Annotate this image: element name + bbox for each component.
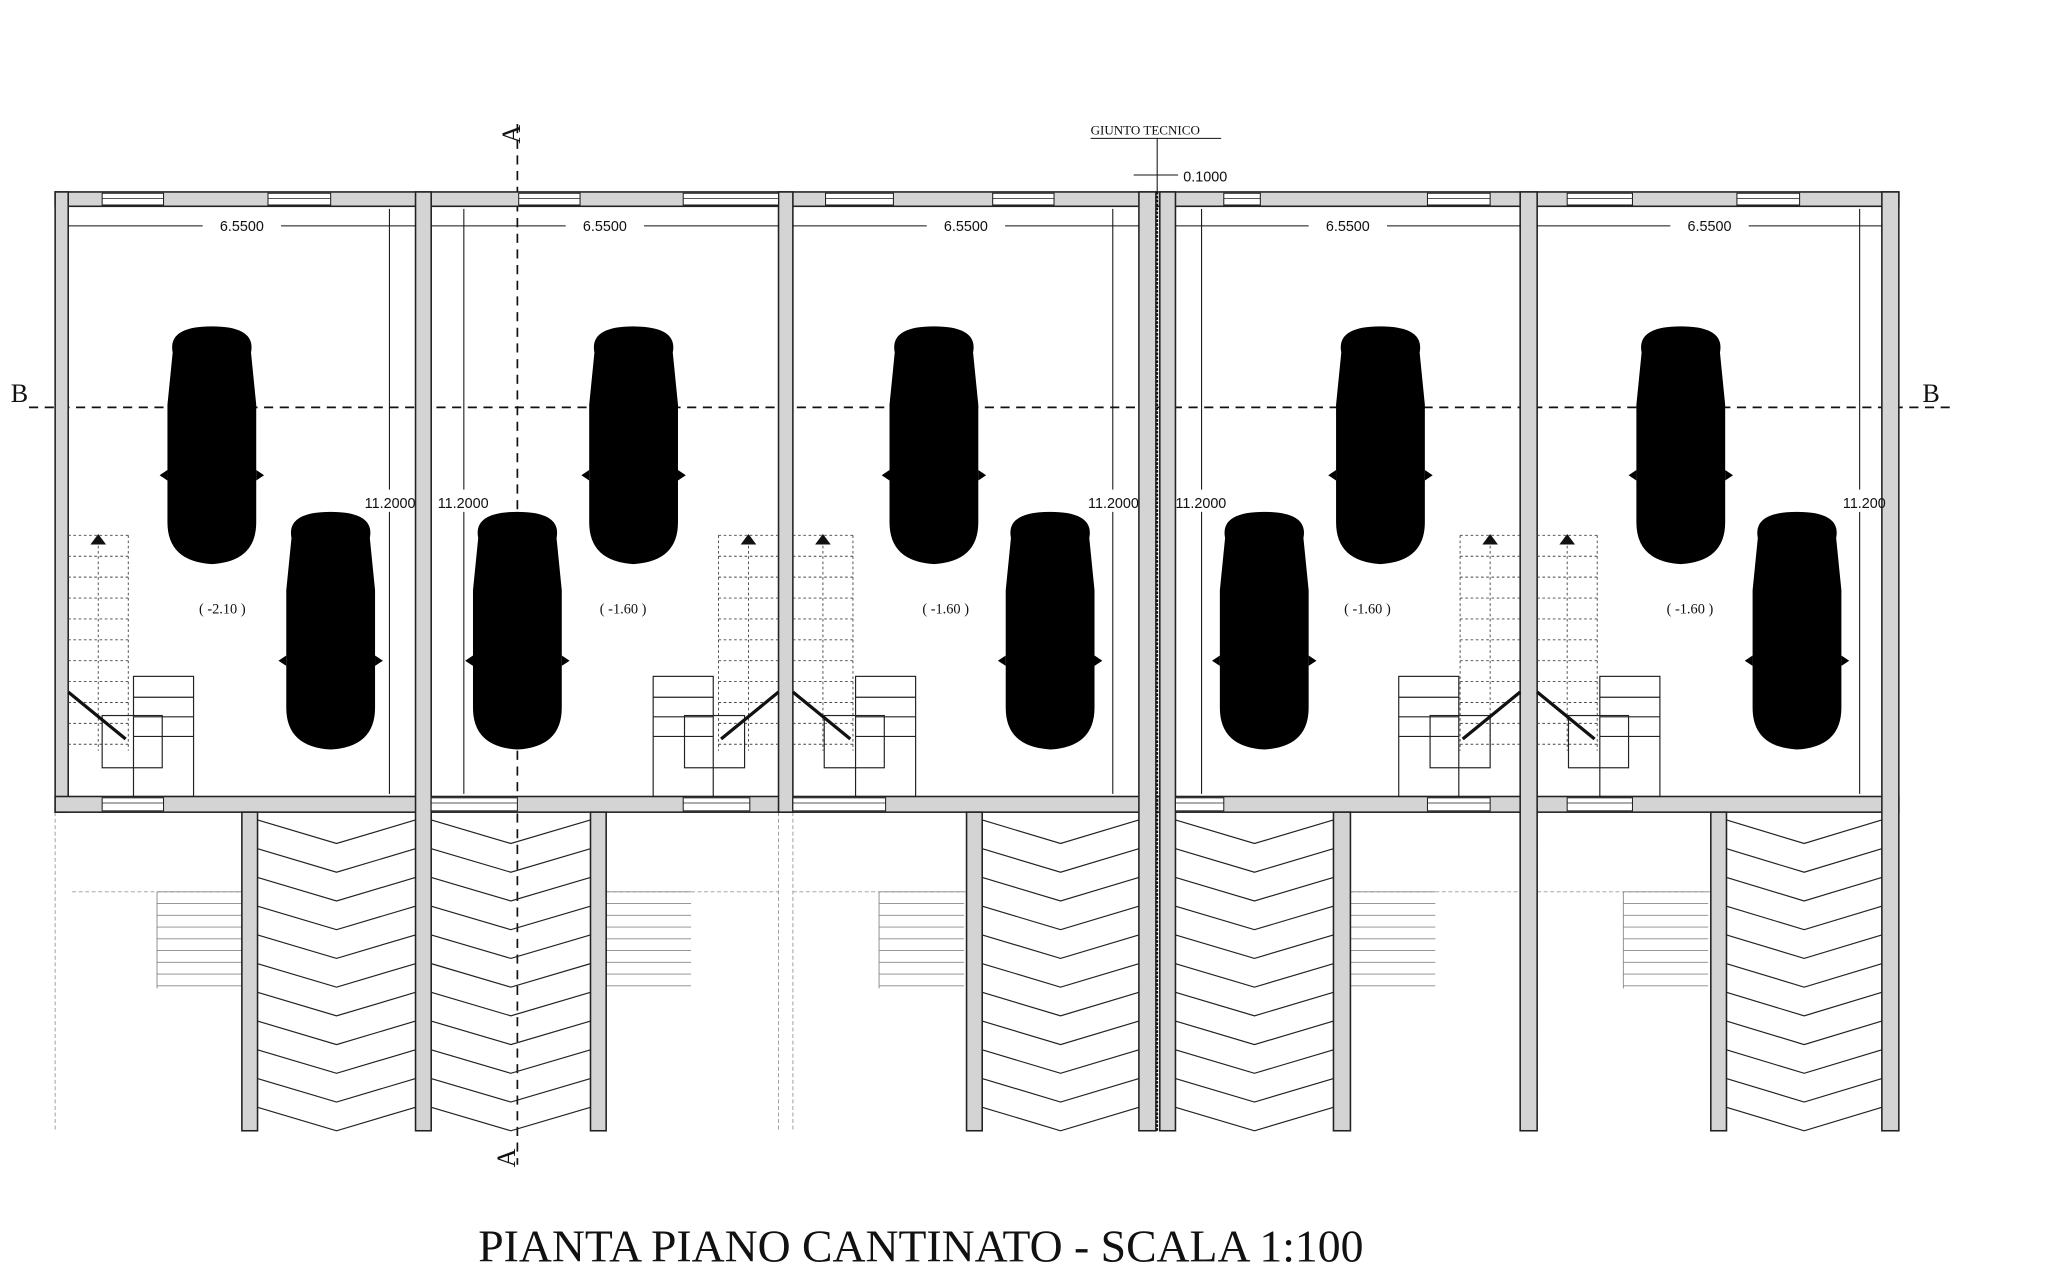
staircase xyxy=(67,534,195,798)
width-dimension: 6.5500 xyxy=(583,219,627,235)
stair-up-arrow-icon xyxy=(1482,534,1498,545)
width-dimension: 6.5500 xyxy=(1688,219,1732,235)
width-dimension: 6.5500 xyxy=(220,219,264,235)
section-label-a-top: A xyxy=(497,125,526,144)
parked-car xyxy=(1744,511,1850,750)
staircase xyxy=(1536,534,1661,798)
window xyxy=(1736,192,1801,206)
parked-car xyxy=(997,511,1103,750)
window xyxy=(992,192,1055,206)
stair-up-arrow-icon xyxy=(90,534,107,545)
garage-unit-4: 6.5500 ( -1.60 ) 11.2000 xyxy=(1175,208,1522,798)
window xyxy=(1566,192,1633,206)
ramp-chevrons xyxy=(1175,801,1334,1132)
window xyxy=(682,797,751,812)
ramp-chevrons xyxy=(431,801,591,1132)
exterior-outlines xyxy=(54,812,1711,1131)
parked-car xyxy=(881,326,987,565)
garage-unit-3: 6.5500 ( -1.60 ) 11.2000 xyxy=(791,208,1139,798)
stair-up-arrow-icon xyxy=(1559,534,1576,545)
height-dimension: 11.2000 xyxy=(1088,496,1139,512)
joint-dimension: 0.1000 xyxy=(1183,169,1227,185)
ramps xyxy=(257,801,1883,1132)
window xyxy=(1566,797,1633,812)
joint-label: GIUNTO TECNICO xyxy=(1091,122,1200,137)
window xyxy=(825,192,894,206)
stair-up-arrow-icon xyxy=(815,534,831,545)
width-dimension: 6.5500 xyxy=(944,219,988,235)
window xyxy=(1223,192,1261,206)
ramp-chevrons xyxy=(1726,801,1883,1132)
window xyxy=(792,797,887,812)
exterior-step-flight xyxy=(1622,891,1709,989)
window xyxy=(518,192,581,206)
garage-unit-1: 6.5500 ( -2.10 ) 11.2000 xyxy=(67,208,416,798)
width-dimension: 6.5500 xyxy=(1326,219,1370,235)
height-dimension: 11.2000 xyxy=(1175,496,1226,512)
section-label-b-right: B xyxy=(1922,379,1939,408)
window xyxy=(267,192,332,206)
floor-level-label: ( -1.60 ) xyxy=(600,602,647,618)
height-dimension: 11.2000 xyxy=(438,496,489,512)
floor-level-label: ( -1.60 ) xyxy=(1344,602,1391,618)
garage-unit-5: 6.5500 ( -1.60 ) 11.200 xyxy=(1536,208,1886,798)
floor-level-label: ( -1.60 ) xyxy=(1667,602,1714,618)
floor-level-label: ( -1.60 ) xyxy=(922,602,969,618)
window xyxy=(430,797,518,812)
window xyxy=(101,797,165,812)
staircase xyxy=(1398,534,1522,798)
parked-car xyxy=(465,511,570,750)
windows xyxy=(101,192,1801,812)
parked-car xyxy=(581,326,686,565)
exterior-step-flight xyxy=(605,891,692,989)
exterior-step-flight xyxy=(1349,891,1436,989)
parked-car xyxy=(1628,326,1734,565)
window xyxy=(101,192,165,206)
section-label-a-bottom: A xyxy=(492,1148,521,1167)
stair-up-arrow-icon xyxy=(740,534,757,545)
garage-unit-2: 6.5500 ( -1.60 ) 11.2000 xyxy=(431,208,780,798)
staircase xyxy=(652,534,780,798)
parked-car xyxy=(278,511,383,750)
height-dimension: 11.200 xyxy=(1843,496,1886,512)
window xyxy=(682,192,780,206)
parked-car xyxy=(159,326,265,565)
exterior-step-flight xyxy=(156,891,242,989)
exterior-step-flight xyxy=(878,891,964,989)
window xyxy=(1174,797,1225,812)
section-label-b-left: B xyxy=(11,379,28,408)
ramp-chevrons xyxy=(257,801,416,1132)
staircase xyxy=(791,534,917,798)
ramp-chevrons xyxy=(982,801,1140,1132)
drawing-title: PIANTA PIANO CANTINATO - SCALA 1:100 xyxy=(478,1220,1363,1271)
window xyxy=(1426,797,1491,812)
exterior-steps xyxy=(156,891,1709,989)
window xyxy=(1426,192,1491,206)
height-dimension: 11.2000 xyxy=(365,496,416,512)
floor-level-label: ( -2.10 ) xyxy=(199,602,246,618)
parked-car xyxy=(1212,511,1317,750)
parked-car xyxy=(1328,326,1433,565)
